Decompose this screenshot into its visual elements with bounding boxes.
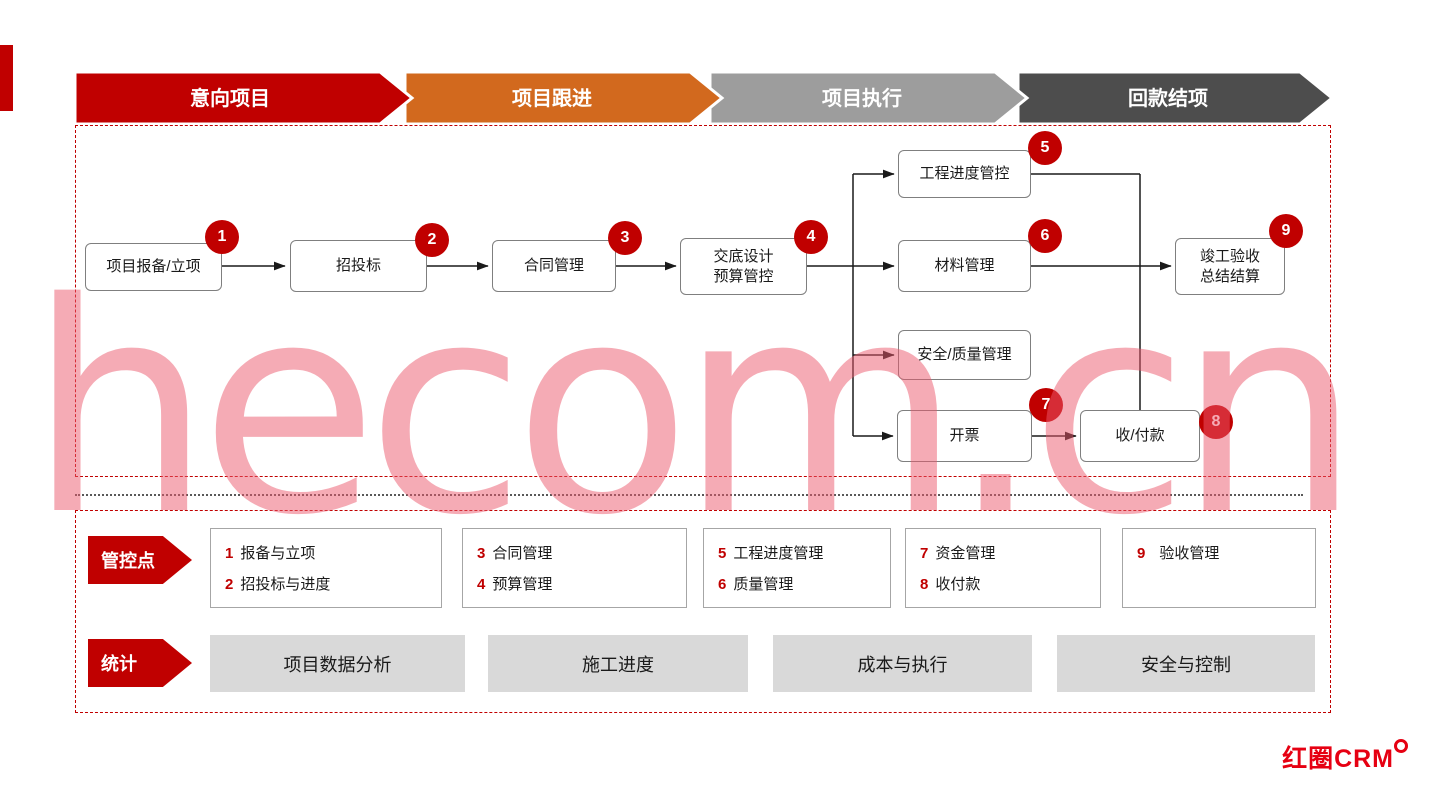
control-point-number: 4 — [477, 576, 486, 593]
badge-3: 3 — [608, 221, 642, 255]
flow-node-material: 材料管理 — [898, 240, 1031, 292]
flow-diagram-frame — [75, 125, 1331, 477]
flow-node-design-budget: 交底设计 预算管控 — [680, 238, 807, 295]
control-point-group-1: 1 报备与立项 2 招投标与进度 — [210, 528, 442, 608]
flow-node-safety-quality: 安全/质量管理 — [898, 330, 1031, 380]
control-point-row: 8 收付款 — [920, 569, 1086, 600]
control-point-text: 预算管理 — [492, 576, 553, 593]
node-label-line2: 预算管控 — [713, 267, 774, 285]
control-point-row: 2 招投标与进度 — [225, 569, 427, 600]
phase-chevron-2 — [403, 70, 725, 126]
control-point-group-5: 9 验收管理 — [1122, 528, 1316, 608]
control-point-text: 招投标与进度 — [240, 576, 331, 593]
control-point-number: 8 — [920, 576, 929, 593]
flow-node-project-filing: 项目报备/立项 — [85, 243, 222, 291]
control-point-number: 9 — [1137, 545, 1146, 562]
control-point-row: 7 资金管理 — [920, 538, 1086, 569]
control-point-number: 6 — [718, 576, 727, 593]
control-point-number: 7 — [920, 545, 929, 562]
control-point-number: 3 — [477, 545, 486, 562]
node-label: 开票 — [949, 427, 980, 445]
flow-node-receipt-payment: 收/付款 — [1080, 410, 1200, 462]
brand-logo-text: 红圈CRM — [1282, 745, 1394, 773]
node-label: 材料管理 — [934, 257, 995, 275]
phase-label-2: 项目跟进 — [512, 87, 592, 110]
control-point-text: 收付款 — [935, 576, 981, 593]
node-label: 工程进度管控 — [919, 165, 1010, 183]
control-point-row: 9 验收管理 — [1137, 538, 1301, 569]
phase-label-4: 回款结项 — [1128, 86, 1208, 110]
phase-label-1: 意向项目 — [190, 86, 270, 110]
control-point-number: 5 — [718, 545, 727, 562]
stat-label: 施工进度 — [582, 654, 654, 675]
brand-logo-ring-icon — [1394, 739, 1408, 753]
control-point-row: 1 报备与立项 — [225, 538, 427, 569]
stat-label: 成本与执行 — [857, 654, 948, 675]
control-point-row: 3 合同管理 — [477, 538, 672, 569]
badge-5: 5 — [1028, 131, 1062, 165]
control-point-row: 5 工程进度管理 — [718, 538, 876, 569]
control-point-text: 资金管理 — [935, 545, 996, 562]
badge-4: 4 — [794, 220, 828, 254]
node-label: 项目报备/立项 — [106, 258, 201, 276]
dotted-divider — [75, 494, 1303, 496]
phase-chevron-1 — [73, 70, 415, 126]
node-label: 收/付款 — [1115, 427, 1165, 445]
badge-8: 8 — [1199, 405, 1233, 439]
stat-label: 项目数据分析 — [283, 654, 392, 675]
control-point-text: 验收管理 — [1159, 545, 1220, 562]
control-point-number: 1 — [225, 545, 234, 562]
control-point-number: 2 — [225, 576, 234, 593]
stat-label: 安全与控制 — [1141, 654, 1231, 675]
flow-node-progress-control: 工程进度管控 — [898, 150, 1031, 198]
node-label-line1: 竣工验收 — [1199, 248, 1260, 265]
control-point-group-4: 7 资金管理 8 收付款 — [905, 528, 1101, 608]
control-point-text: 工程进度管理 — [733, 545, 824, 562]
control-point-group-3: 5 工程进度管理 6 质量管理 — [703, 528, 891, 608]
stat-box-safety-control: 安全与控制 — [1057, 635, 1315, 692]
stat-box-cost-execution: 成本与执行 — [773, 635, 1032, 692]
badge-1: 1 — [205, 220, 239, 254]
node-label: 招投标 — [335, 257, 381, 275]
stat-box-construction-progress: 施工进度 — [488, 635, 748, 692]
control-point-text: 合同管理 — [492, 545, 553, 562]
phase-chevron-4 — [1016, 70, 1335, 126]
node-label: 合同管理 — [523, 257, 584, 275]
badge-6: 6 — [1028, 219, 1062, 253]
summary-frame — [75, 510, 1331, 713]
left-accent-bar — [0, 45, 13, 111]
badge-2: 2 — [415, 223, 449, 257]
phase-header-band: 意向项目 项目跟进 项目执行 回款结项 — [0, 70, 1440, 126]
phase-chevron-3 — [708, 70, 1030, 126]
node-label-line2: 总结结算 — [1199, 267, 1260, 285]
flow-node-contract: 合同管理 — [492, 240, 616, 292]
control-point-row: 6 质量管理 — [718, 569, 876, 600]
control-point-group-2: 3 合同管理 4 预算管理 — [462, 528, 687, 608]
stat-box-project-data: 项目数据分析 — [210, 635, 465, 692]
node-label: 安全/质量管理 — [917, 346, 1012, 364]
flow-node-acceptance-settlement: 竣工验收 总结结算 — [1175, 238, 1285, 295]
phase-label-3: 项目执行 — [822, 86, 902, 110]
badge-7: 7 — [1029, 388, 1063, 422]
node-label-line1: 交底设计 — [713, 248, 774, 265]
phase-chevrons: 意向项目 项目跟进 项目执行 回款结项 — [73, 70, 1335, 126]
brand-logo: 红圈CRM — [1282, 739, 1408, 775]
connector-lines — [222, 169, 1172, 441]
badge-9: 9 — [1269, 214, 1303, 248]
flow-node-invoicing: 开票 — [897, 410, 1032, 462]
control-point-text: 报备与立项 — [240, 545, 316, 562]
flow-node-bidding: 招投标 — [290, 240, 427, 292]
control-point-row: 4 预算管理 — [477, 569, 672, 600]
control-point-text: 质量管理 — [733, 576, 794, 593]
